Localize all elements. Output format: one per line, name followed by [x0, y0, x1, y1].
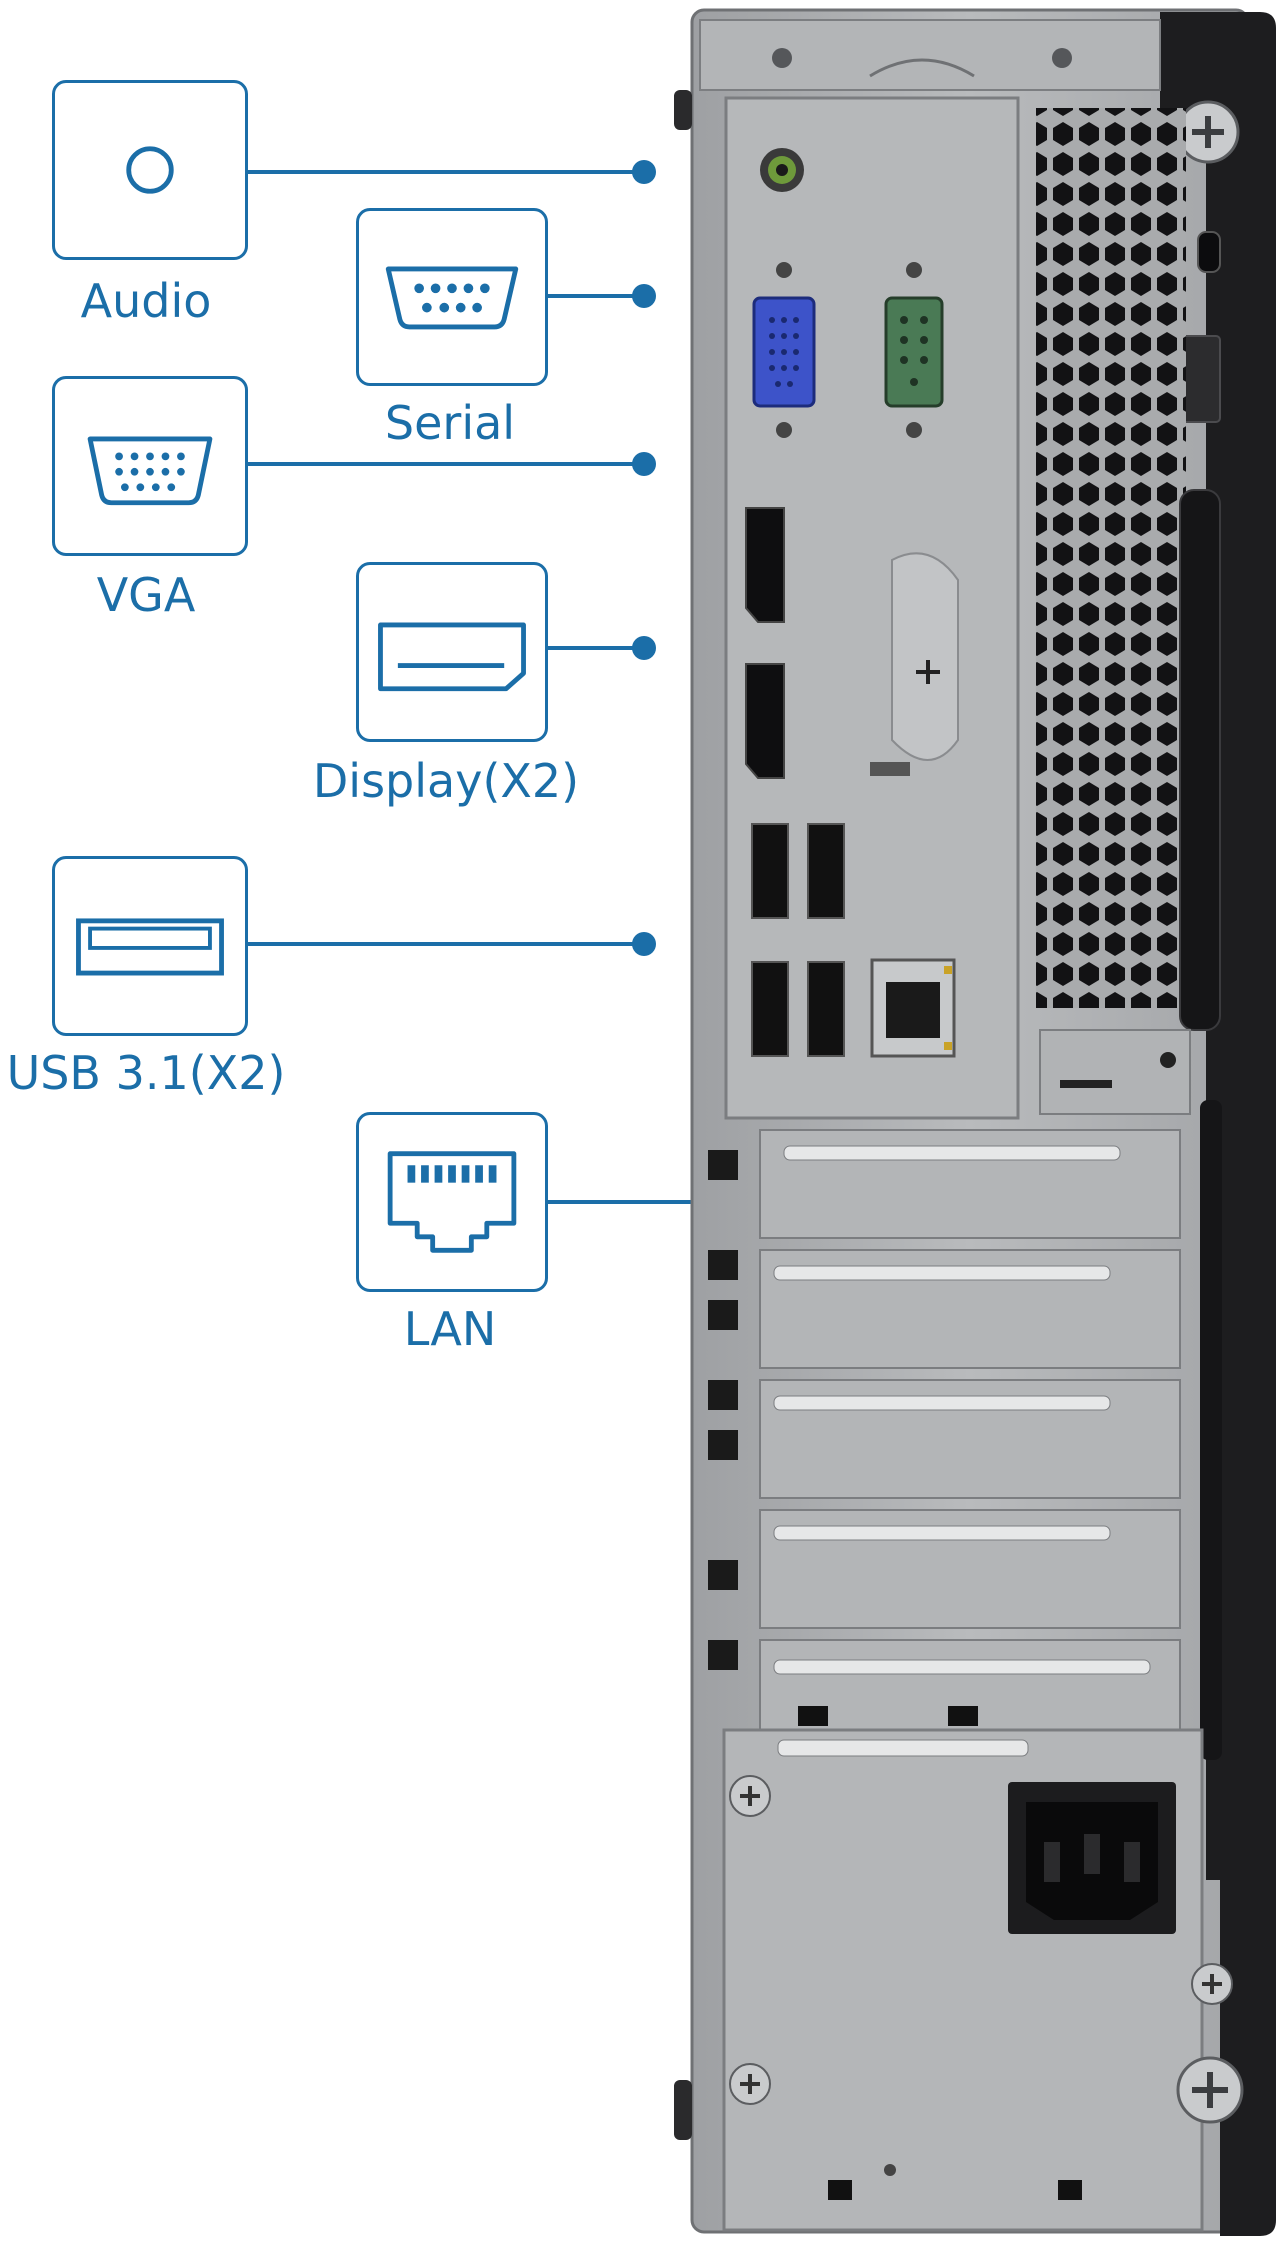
ethernet-port-icon	[387, 1151, 517, 1253]
serial-label: Serial	[384, 396, 516, 450]
serial-callout-box	[356, 208, 548, 386]
usb-leader-dot	[632, 932, 656, 956]
displayport-icon	[378, 622, 526, 692]
audio-jack-icon	[126, 146, 174, 194]
usb-label: USB 3.1(X2)	[6, 1046, 286, 1100]
vga-port-icon	[87, 436, 213, 506]
vga-label: VGA	[96, 568, 196, 622]
vga-leader-dot	[632, 452, 656, 476]
lan-label: LAN	[403, 1302, 497, 1356]
display-leader-line	[548, 646, 644, 650]
audio-leader-line	[248, 170, 644, 174]
serial-port-icon	[385, 266, 519, 330]
vga-leader-line	[248, 462, 644, 466]
usb-callout-box	[52, 856, 248, 1036]
audio-leader-dot	[632, 160, 656, 184]
serial-leader-dot	[632, 284, 656, 308]
display-leader-dot	[632, 636, 656, 660]
lan-callout-box	[356, 1112, 548, 1292]
audio-label: Audio	[80, 274, 212, 328]
display-callout-box	[356, 562, 548, 742]
usb-port-icon	[76, 918, 224, 976]
serial-leader-line	[548, 294, 644, 298]
usb-leader-line	[248, 942, 644, 946]
audio-callout-box	[52, 80, 248, 260]
display-label: Display(X2)	[312, 754, 580, 808]
vga-callout-box	[52, 376, 248, 556]
pc-rear-chassis	[674, 8, 1276, 2236]
